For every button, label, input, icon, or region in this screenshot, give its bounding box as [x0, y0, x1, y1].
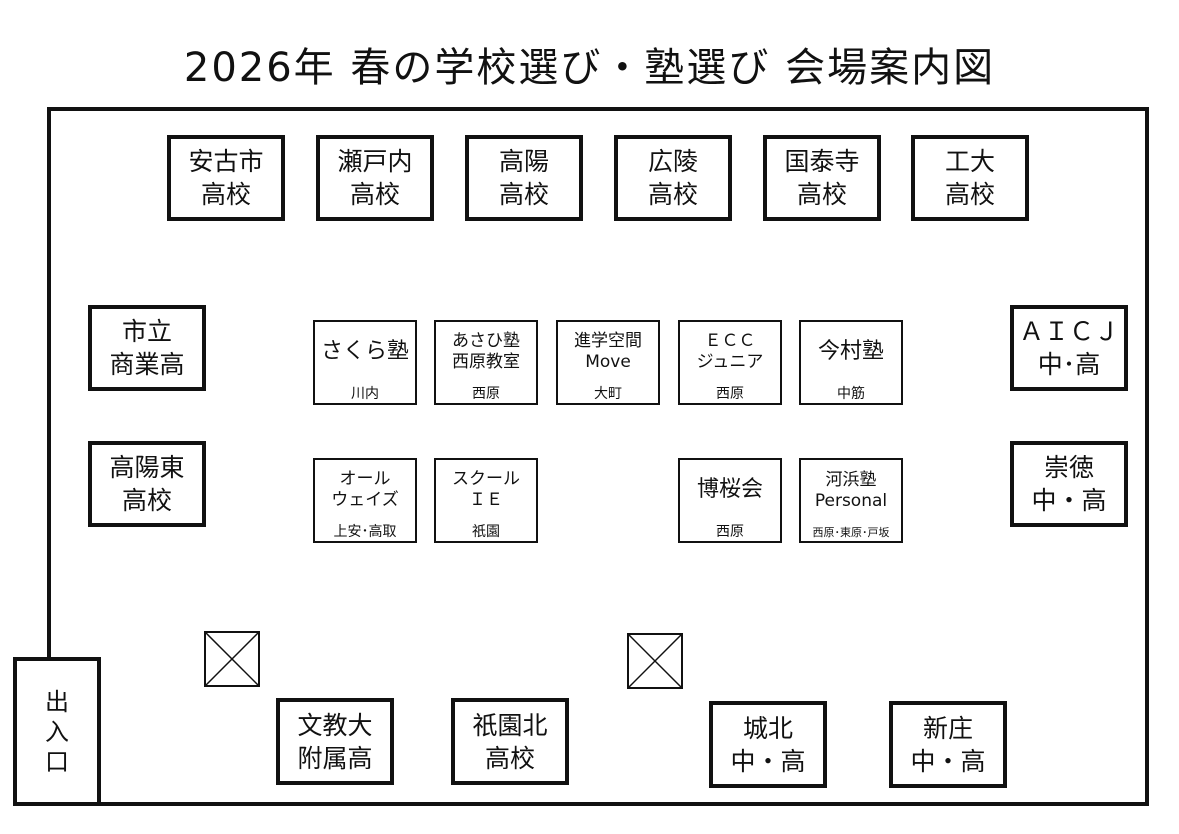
booth-name: 進学空間: [574, 330, 642, 351]
booth-name: 中･高: [1037, 350, 1101, 379]
booth-school: 高陽高校: [465, 135, 583, 221]
booth-school: 高陽東高校: [88, 441, 206, 527]
booth-school: 新庄中・高: [889, 701, 1007, 788]
booth-school: 市立商業高: [88, 305, 206, 391]
booth-area: 祇園: [472, 524, 500, 540]
booth-school: 文教大附属高: [276, 698, 394, 785]
booth-school: 広陵高校: [614, 135, 732, 221]
pillar-x-icon: [627, 633, 683, 689]
booth-name: スクール: [452, 468, 520, 489]
booth-school: 崇徳中・高: [1010, 441, 1128, 527]
booth-name: 高校: [200, 180, 251, 209]
booth-name: 商業高: [109, 350, 185, 379]
booth-area: 西原: [716, 386, 744, 402]
booth-juku: 今村塾中筋: [799, 320, 903, 405]
booth-area: 西原･東原･戸坂: [812, 526, 890, 539]
booth-name: 博桜会: [696, 477, 763, 502]
booth-area: 川内: [351, 386, 379, 402]
booth-area: 西原: [716, 524, 744, 540]
booth-name: 祇園北: [472, 710, 548, 740]
booth-name: 中・高: [910, 746, 986, 776]
booth-name: 高校: [498, 180, 549, 209]
venue-outline: [47, 107, 1149, 806]
booth-name: 附属高: [297, 743, 373, 773]
booth-juku: あさひ塾西原教室西原: [434, 320, 538, 405]
booth-area: 大町: [594, 386, 622, 402]
booth-name: 西原教室: [452, 351, 520, 372]
booth-name: Personal: [814, 491, 888, 511]
entrance: 出入口: [13, 657, 101, 806]
booth-name: ＡＩＣＪ: [1018, 317, 1119, 346]
booth-name: ウェイズ: [331, 489, 399, 510]
booth-area: 中筋: [837, 386, 865, 402]
booth-name: Move: [585, 351, 631, 372]
booth-school: 工大高校: [911, 135, 1029, 221]
booth-name: 高校: [647, 180, 698, 209]
booth-area: 上安･高取: [333, 524, 397, 540]
booth-name: オール: [339, 468, 391, 489]
booth-name: 国泰寺: [784, 147, 860, 176]
booth-name: 広陵: [647, 147, 698, 176]
booth-school: 国泰寺高校: [763, 135, 881, 221]
booth-name: 河浜塾: [825, 470, 877, 490]
booth-name: 高校: [349, 180, 400, 209]
booth-name: ジュニア: [696, 351, 764, 372]
booth-school: 祇園北高校: [451, 698, 569, 785]
booth-name: 市立: [121, 317, 172, 346]
booth-name: ＥＣＣ: [704, 330, 756, 351]
booth-name: 高陽東: [109, 453, 185, 482]
booth-name: 高校: [944, 180, 995, 209]
booth-school: ＡＩＣＪ 中･高: [1010, 305, 1128, 391]
booth-school: 城北中・高: [709, 701, 827, 788]
pillar-x-icon: [204, 631, 260, 687]
booth-juku: オールウェイズ上安･高取: [313, 458, 417, 543]
booth-name: 崇徳: [1043, 453, 1094, 482]
booth-name: 文教大: [297, 710, 373, 740]
booth-name: 新庄: [922, 713, 973, 743]
map-title: 2026年 春の学校選び・塾選び 会場案内図: [183, 45, 996, 91]
booth-name: 瀬戸内: [337, 147, 413, 176]
booth-name: 高校: [796, 180, 847, 209]
booth-juku: さくら塾川内: [313, 320, 417, 405]
booth-name: 高校: [121, 486, 172, 515]
booth-name: 中・高: [730, 746, 806, 776]
booth-name: あさひ塾: [452, 330, 520, 351]
booth-name: 高校: [484, 743, 535, 773]
booth-name: 今村塾: [817, 339, 884, 364]
booth-name: さくら塾: [320, 339, 409, 364]
booth-area: 西原: [472, 386, 500, 402]
booth-name: 中・高: [1031, 486, 1107, 515]
booth-school: 安古市高校: [167, 135, 285, 221]
entrance-label: 出入口: [45, 687, 69, 776]
booth-name: 高陽: [498, 147, 549, 176]
booth-name: 工大: [944, 147, 995, 176]
booth-school: 瀬戸内高校: [316, 135, 434, 221]
booth-name: ＩＥ: [469, 489, 503, 510]
booth-name: 安古市: [188, 147, 264, 176]
booth-juku: 博桜会西原: [678, 458, 782, 543]
booth-name: 城北: [742, 713, 793, 743]
